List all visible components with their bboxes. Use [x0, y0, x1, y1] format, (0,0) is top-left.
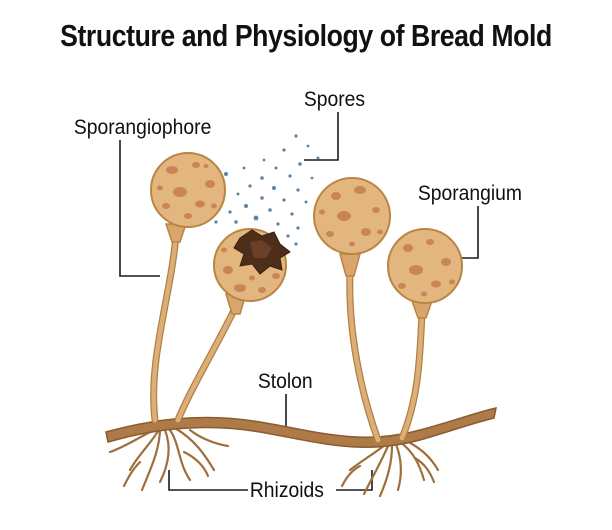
label-stolon: Stolon	[256, 370, 315, 394]
spores-leader	[304, 108, 339, 161]
label-rhizoids: Rhizoids	[248, 479, 326, 503]
rhizoids-left	[108, 426, 230, 492]
sporangiophore-leader	[119, 138, 160, 277]
diagram-title: Structure and Physiology of Bread Mold	[60, 18, 552, 53]
label-sporangium: Sporangium	[416, 182, 524, 206]
sporangium-right	[387, 228, 463, 304]
label-sporangiophore: Sporangiophore	[72, 116, 214, 140]
rhizoids-leader-left	[168, 470, 248, 491]
spores-cloud	[214, 134, 320, 246]
sporangium-burst	[213, 228, 291, 302]
stolon	[105, 407, 497, 448]
sporangium-middle	[313, 177, 391, 255]
sporangium-left	[150, 152, 226, 228]
sporangiophores	[150, 232, 426, 444]
rhizoids-right	[340, 438, 440, 498]
label-spores: Spores	[302, 88, 367, 112]
